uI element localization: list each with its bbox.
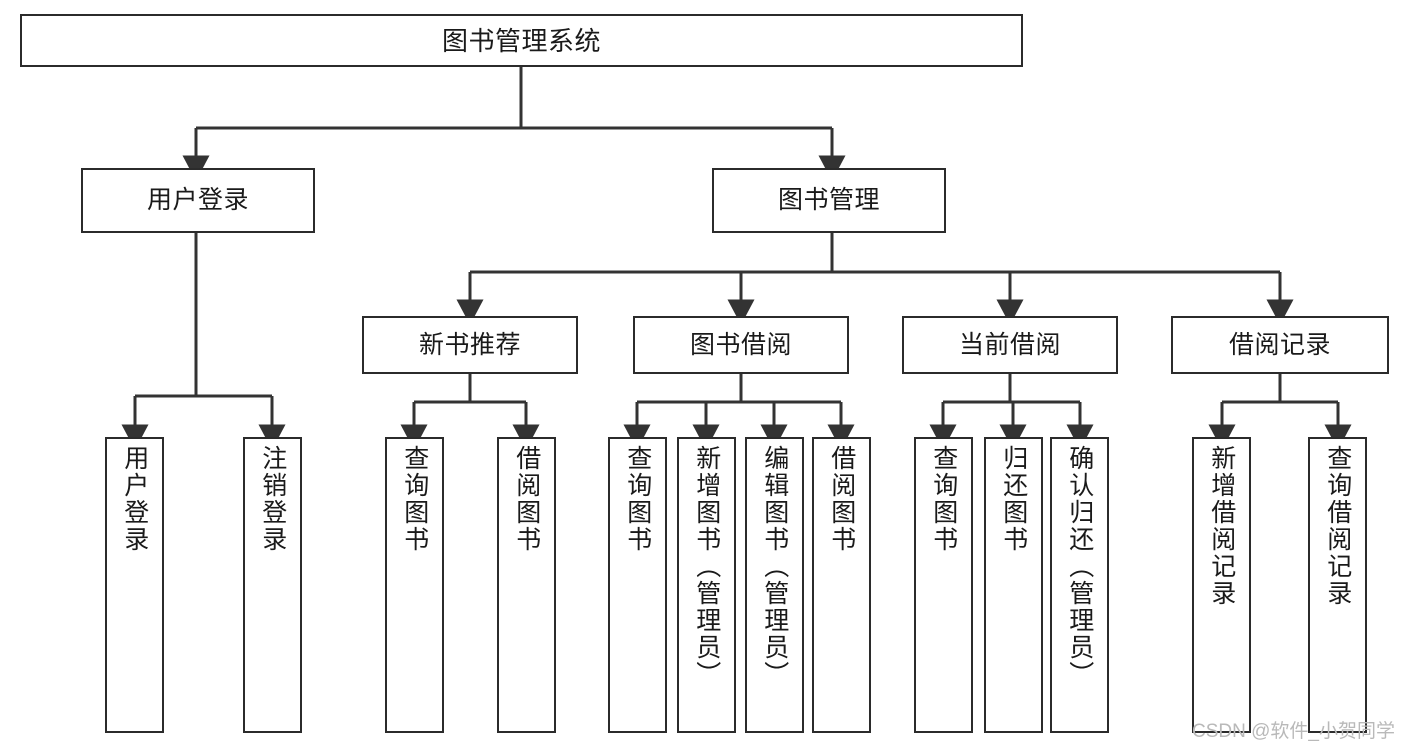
node-label: 当前借阅 [958,330,1061,359]
node-leaf-query-book-current[interactable]: 查询图书 [914,437,973,733]
node-label: 编辑图书（管理员） [760,445,789,688]
node-label: 图书管理系统 [441,25,601,56]
node-label: 图书借阅 [689,330,792,359]
node-label: 查询图书 [929,445,958,553]
node-label: 注销登录 [258,445,287,553]
node-leaf-confirm-return[interactable]: 确认归还（管理员） [1050,437,1109,733]
csdn-watermark: CSDN @软件_小贺同学 [1192,721,1395,742]
node-label: 用户登录 [146,186,249,214]
node-book-borrow[interactable]: 图书借阅 [633,316,849,374]
node-leaf-user-login[interactable]: 用户登录 [105,437,164,733]
node-label: 借阅图书 [512,445,541,553]
node-user-login[interactable]: 用户登录 [81,168,315,233]
node-leaf-query-borrow-record[interactable]: 查询借阅记录 [1308,437,1367,733]
node-leaf-borrow-book-recommend[interactable]: 借阅图书 [497,437,556,733]
node-leaf-edit-book[interactable]: 编辑图书（管理员） [745,437,804,733]
node-label: 确认归还（管理员） [1065,445,1094,688]
node-current-borrow[interactable]: 当前借阅 [902,316,1118,374]
node-leaf-query-book-borrow[interactable]: 查询图书 [608,437,667,733]
node-leaf-add-book[interactable]: 新增图书（管理员） [677,437,736,733]
node-label: 新增图书（管理员） [692,445,721,688]
node-label: 用户登录 [120,445,149,553]
node-new-book-recommend[interactable]: 新书推荐 [362,316,578,374]
node-label: 借阅图书 [827,445,856,553]
node-label: 查询图书 [400,445,429,553]
node-leaf-return-book[interactable]: 归还图书 [984,437,1043,733]
node-book-manage[interactable]: 图书管理 [712,168,946,233]
node-leaf-logout[interactable]: 注销登录 [243,437,302,733]
node-label: 归还图书 [999,445,1028,553]
node-leaf-borrow-book[interactable]: 借阅图书 [812,437,871,733]
node-root-book-management-system[interactable]: 图书管理系统 [20,14,1023,67]
node-borrow-record[interactable]: 借阅记录 [1171,316,1389,374]
node-label: 查询借阅记录 [1323,445,1352,607]
node-label: 借阅记录 [1228,330,1331,359]
node-leaf-query-book-recommend[interactable]: 查询图书 [385,437,444,733]
node-label: 查询图书 [623,445,652,553]
node-label: 新增借阅记录 [1207,445,1236,607]
node-leaf-add-borrow-record[interactable]: 新增借阅记录 [1192,437,1251,733]
node-label: 图书管理 [777,186,880,214]
node-label: 新书推荐 [418,330,521,359]
